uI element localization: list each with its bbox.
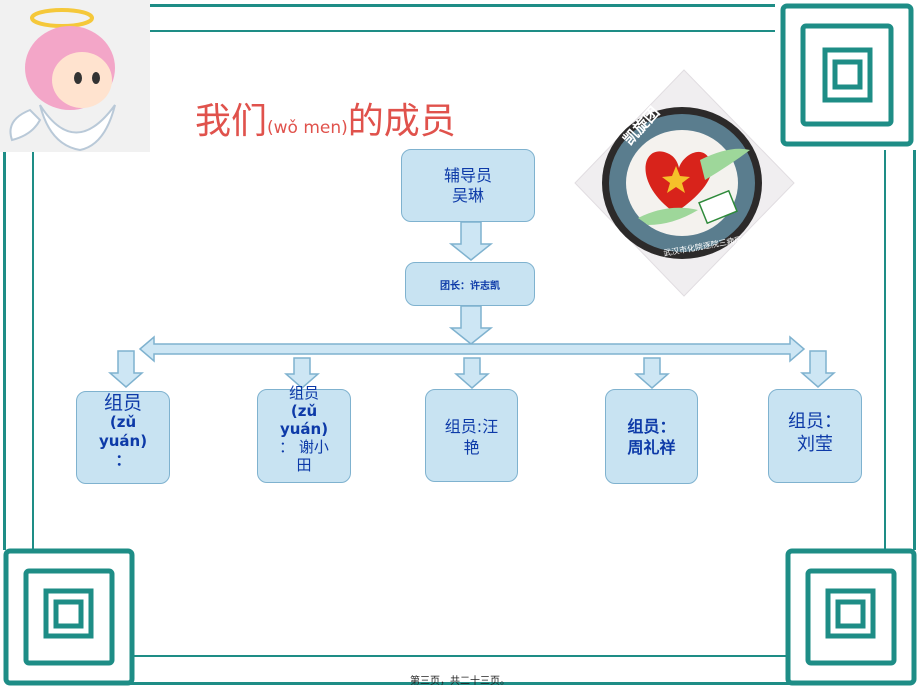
corner-ornament-bottom-left <box>3 548 135 686</box>
member-box-1: 组员 (zǔ yuán) ： <box>76 391 170 484</box>
member-2-line-2: (zǔ <box>290 402 318 420</box>
leader-box: 团长：许志凯 <box>405 262 535 306</box>
frame-bottom-inner <box>130 655 790 657</box>
member-box-2: 组员 (zǔ yuán) ： 谢小 田 <box>257 384 351 483</box>
logo-wing-right <box>700 148 750 180</box>
angel-illustration <box>0 0 150 152</box>
member-box-4: 组员： 周礼祥 <box>605 389 698 484</box>
member-2-line-5: 田 <box>296 456 312 474</box>
frame-right-inner <box>884 150 886 550</box>
member-1-line-1: 组员 <box>103 392 142 414</box>
corner-ornament-top-right <box>780 3 914 147</box>
member-5-line-2: 刘莹 <box>797 434 833 455</box>
member-1-line-4: ： <box>115 451 131 469</box>
member-1-line-2: (zǔ <box>109 413 137 431</box>
title-main-after: 的成员 <box>347 101 456 142</box>
frame-top-inner <box>150 30 775 32</box>
advisor-box: 辅导员 吴琳 <box>401 149 535 222</box>
frame-right-outer <box>913 150 916 550</box>
logo-star <box>662 166 690 193</box>
arrow-to-member-1 <box>108 350 144 388</box>
arrow-leader-to-bus <box>448 305 494 345</box>
member-2-line-1: 组员 <box>288 384 319 402</box>
member-3-line-1: 组员:汪 <box>444 417 499 436</box>
logo-envelope <box>698 189 738 225</box>
member-box-5: 组员： 刘莹 <box>768 389 862 483</box>
arrow-to-member-2 <box>284 357 320 389</box>
arrow-to-member-5 <box>800 350 836 388</box>
member-2-line-4: ： 谢小 <box>279 438 329 456</box>
member-3-line-2: 艳 <box>463 438 480 457</box>
leader-text: 团长：许志凯 <box>440 280 500 292</box>
member-4-line-2: 周礼祥 <box>627 438 676 457</box>
arrow-to-member-4 <box>634 357 670 389</box>
member-box-3: 组员:汪 艳 <box>425 389 518 482</box>
arrow-to-member-3 <box>454 357 490 389</box>
member-2-line-3: yuán) <box>279 420 329 438</box>
advisor-role: 辅导员 <box>443 165 492 185</box>
arrow-advisor-to-leader <box>448 221 494 261</box>
member-5-line-1: 组员： <box>788 411 842 432</box>
horizontal-bus-arrow <box>138 335 806 363</box>
frame-left-inner <box>32 150 34 550</box>
page-title: 我们(wǒ men)的成员 <box>195 92 456 144</box>
logo-wing-left <box>638 207 698 225</box>
title-main-before: 我们 <box>195 101 268 142</box>
corner-ornament-bottom-right <box>785 548 917 686</box>
advisor-name: 吴琳 <box>451 185 484 205</box>
frame-top-outer <box>150 4 775 7</box>
page-footer: 第三页，共二十三页。 <box>410 676 510 687</box>
member-1-line-3: yuán) <box>98 432 148 450</box>
title-pinyin: (wǒ men) <box>267 118 348 138</box>
member-4-line-1: 组员： <box>627 417 676 436</box>
frame-bottom-outer <box>130 682 790 685</box>
frame-left-outer <box>3 150 6 550</box>
team-logo: 凯旋团 武汉市化院逐院三病区 <box>574 69 795 297</box>
